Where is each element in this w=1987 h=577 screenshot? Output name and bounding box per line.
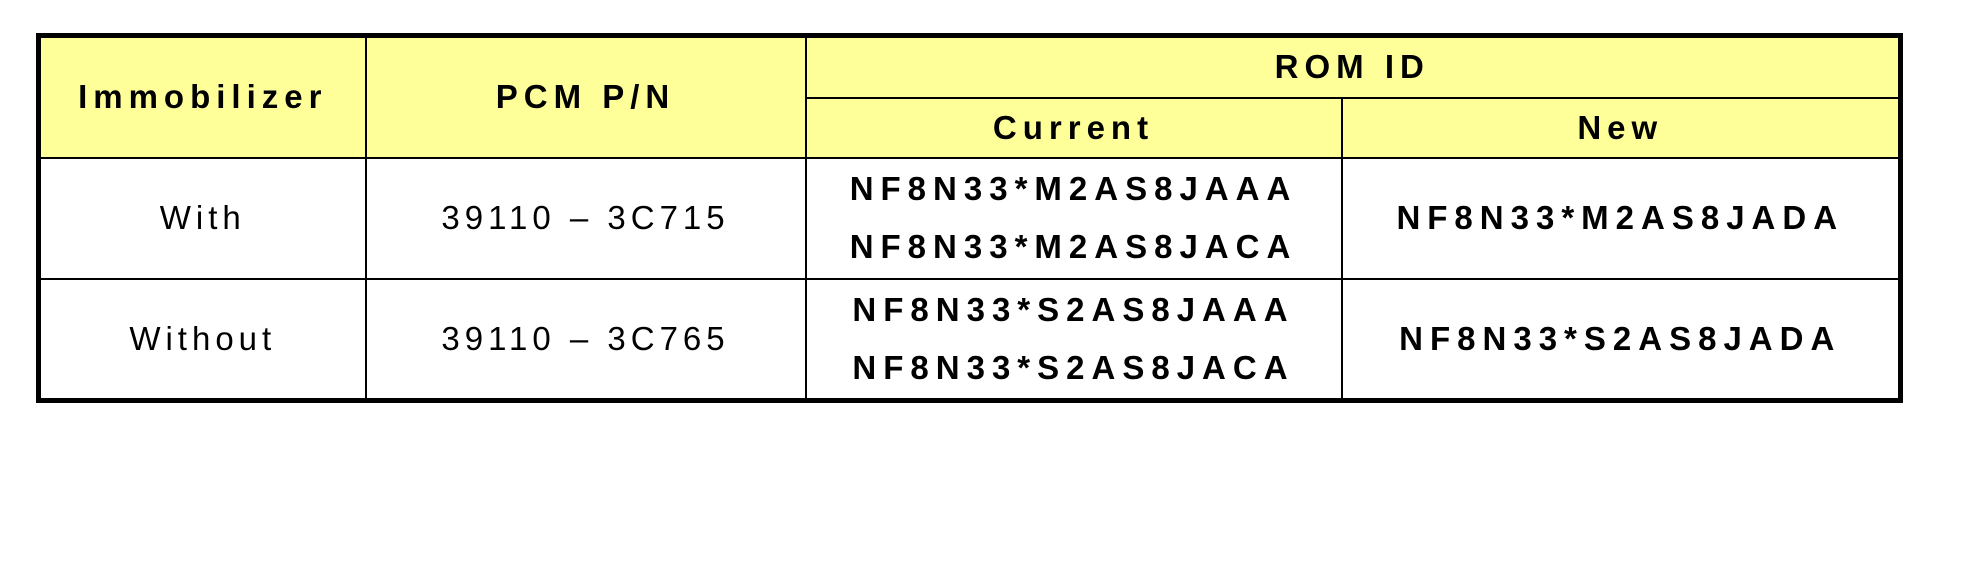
new-rom-cell: NF8N33*M2AS8JADA bbox=[1340, 156, 1902, 280]
header-immobilizer: Immobilizer bbox=[37, 34, 367, 159]
new-rom-id: NF8N33*M2AS8JADA bbox=[1396, 199, 1845, 237]
immobilizer-cell: Without bbox=[37, 277, 367, 402]
current-rom-cell: NF8N33*M2AS8JAAA NF8N33*M2AS8JACA bbox=[804, 156, 1343, 280]
current-rom-id: NF8N33*M2AS8JACA bbox=[849, 228, 1298, 266]
new-rom-cell: NF8N33*S2AS8JADA bbox=[1340, 277, 1902, 402]
header-rom-id: ROM ID bbox=[804, 34, 1902, 99]
current-rom-id: NF8N33*M2AS8JAAA bbox=[849, 170, 1298, 208]
header-current: Current bbox=[804, 96, 1343, 159]
header-row-top: Immobilizer PCM P/N ROM ID bbox=[37, 34, 1902, 159]
table-body: With 39110 – 3C715 NF8N33*M2AS8JAAA NF8N… bbox=[37, 156, 1902, 402]
header-new: New bbox=[1340, 96, 1902, 159]
table-row: Without 39110 – 3C765 NF8N33*S2AS8JAAA N… bbox=[37, 277, 1902, 402]
header-pcm-pn: PCM P/N bbox=[364, 34, 807, 159]
current-rom-id: NF8N33*S2AS8JAAA bbox=[852, 290, 1295, 328]
table-row: With 39110 – 3C715 NF8N33*M2AS8JAAA NF8N… bbox=[37, 156, 1902, 280]
table-header: Immobilizer PCM P/N ROM ID Current New bbox=[37, 34, 1902, 159]
immobilizer-cell: With bbox=[37, 156, 367, 280]
pcm-pn-cell: 39110 – 3C715 bbox=[364, 156, 807, 280]
new-rom-id: NF8N33*S2AS8JADA bbox=[1399, 319, 1842, 357]
pcm-pn-cell: 39110 – 3C765 bbox=[364, 277, 807, 402]
rom-id-table: Immobilizer PCM P/N ROM ID Current New W… bbox=[36, 33, 1903, 403]
current-rom-cell: NF8N33*S2AS8JAAA NF8N33*S2AS8JACA bbox=[804, 277, 1343, 402]
header-row-bottom: Current New bbox=[39, 96, 1902, 159]
current-rom-id: NF8N33*S2AS8JACA bbox=[852, 348, 1295, 386]
